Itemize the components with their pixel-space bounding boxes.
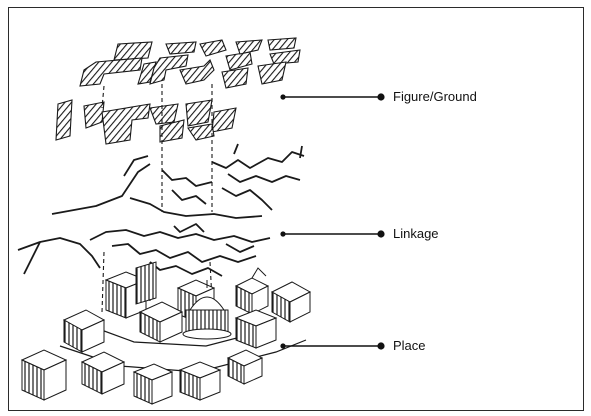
linkage-connector-dot-right — [377, 230, 384, 237]
linkage-label: Linkage — [393, 226, 439, 241]
place-layer — [22, 262, 310, 404]
figure-ground-layer — [56, 38, 300, 144]
place-buildings-front — [22, 350, 262, 404]
figure-ground-connector-dot-left — [280, 94, 285, 99]
place-connector-dot-right — [377, 342, 384, 349]
linkage-connector-dot-left — [280, 231, 285, 236]
figure-ground-label: Figure/Ground — [393, 89, 477, 104]
figure-ground-connector-dot-right — [377, 93, 384, 100]
place-label: Place — [393, 338, 426, 353]
place-connector-dot-left — [280, 343, 285, 348]
linkage-layer — [18, 144, 304, 276]
